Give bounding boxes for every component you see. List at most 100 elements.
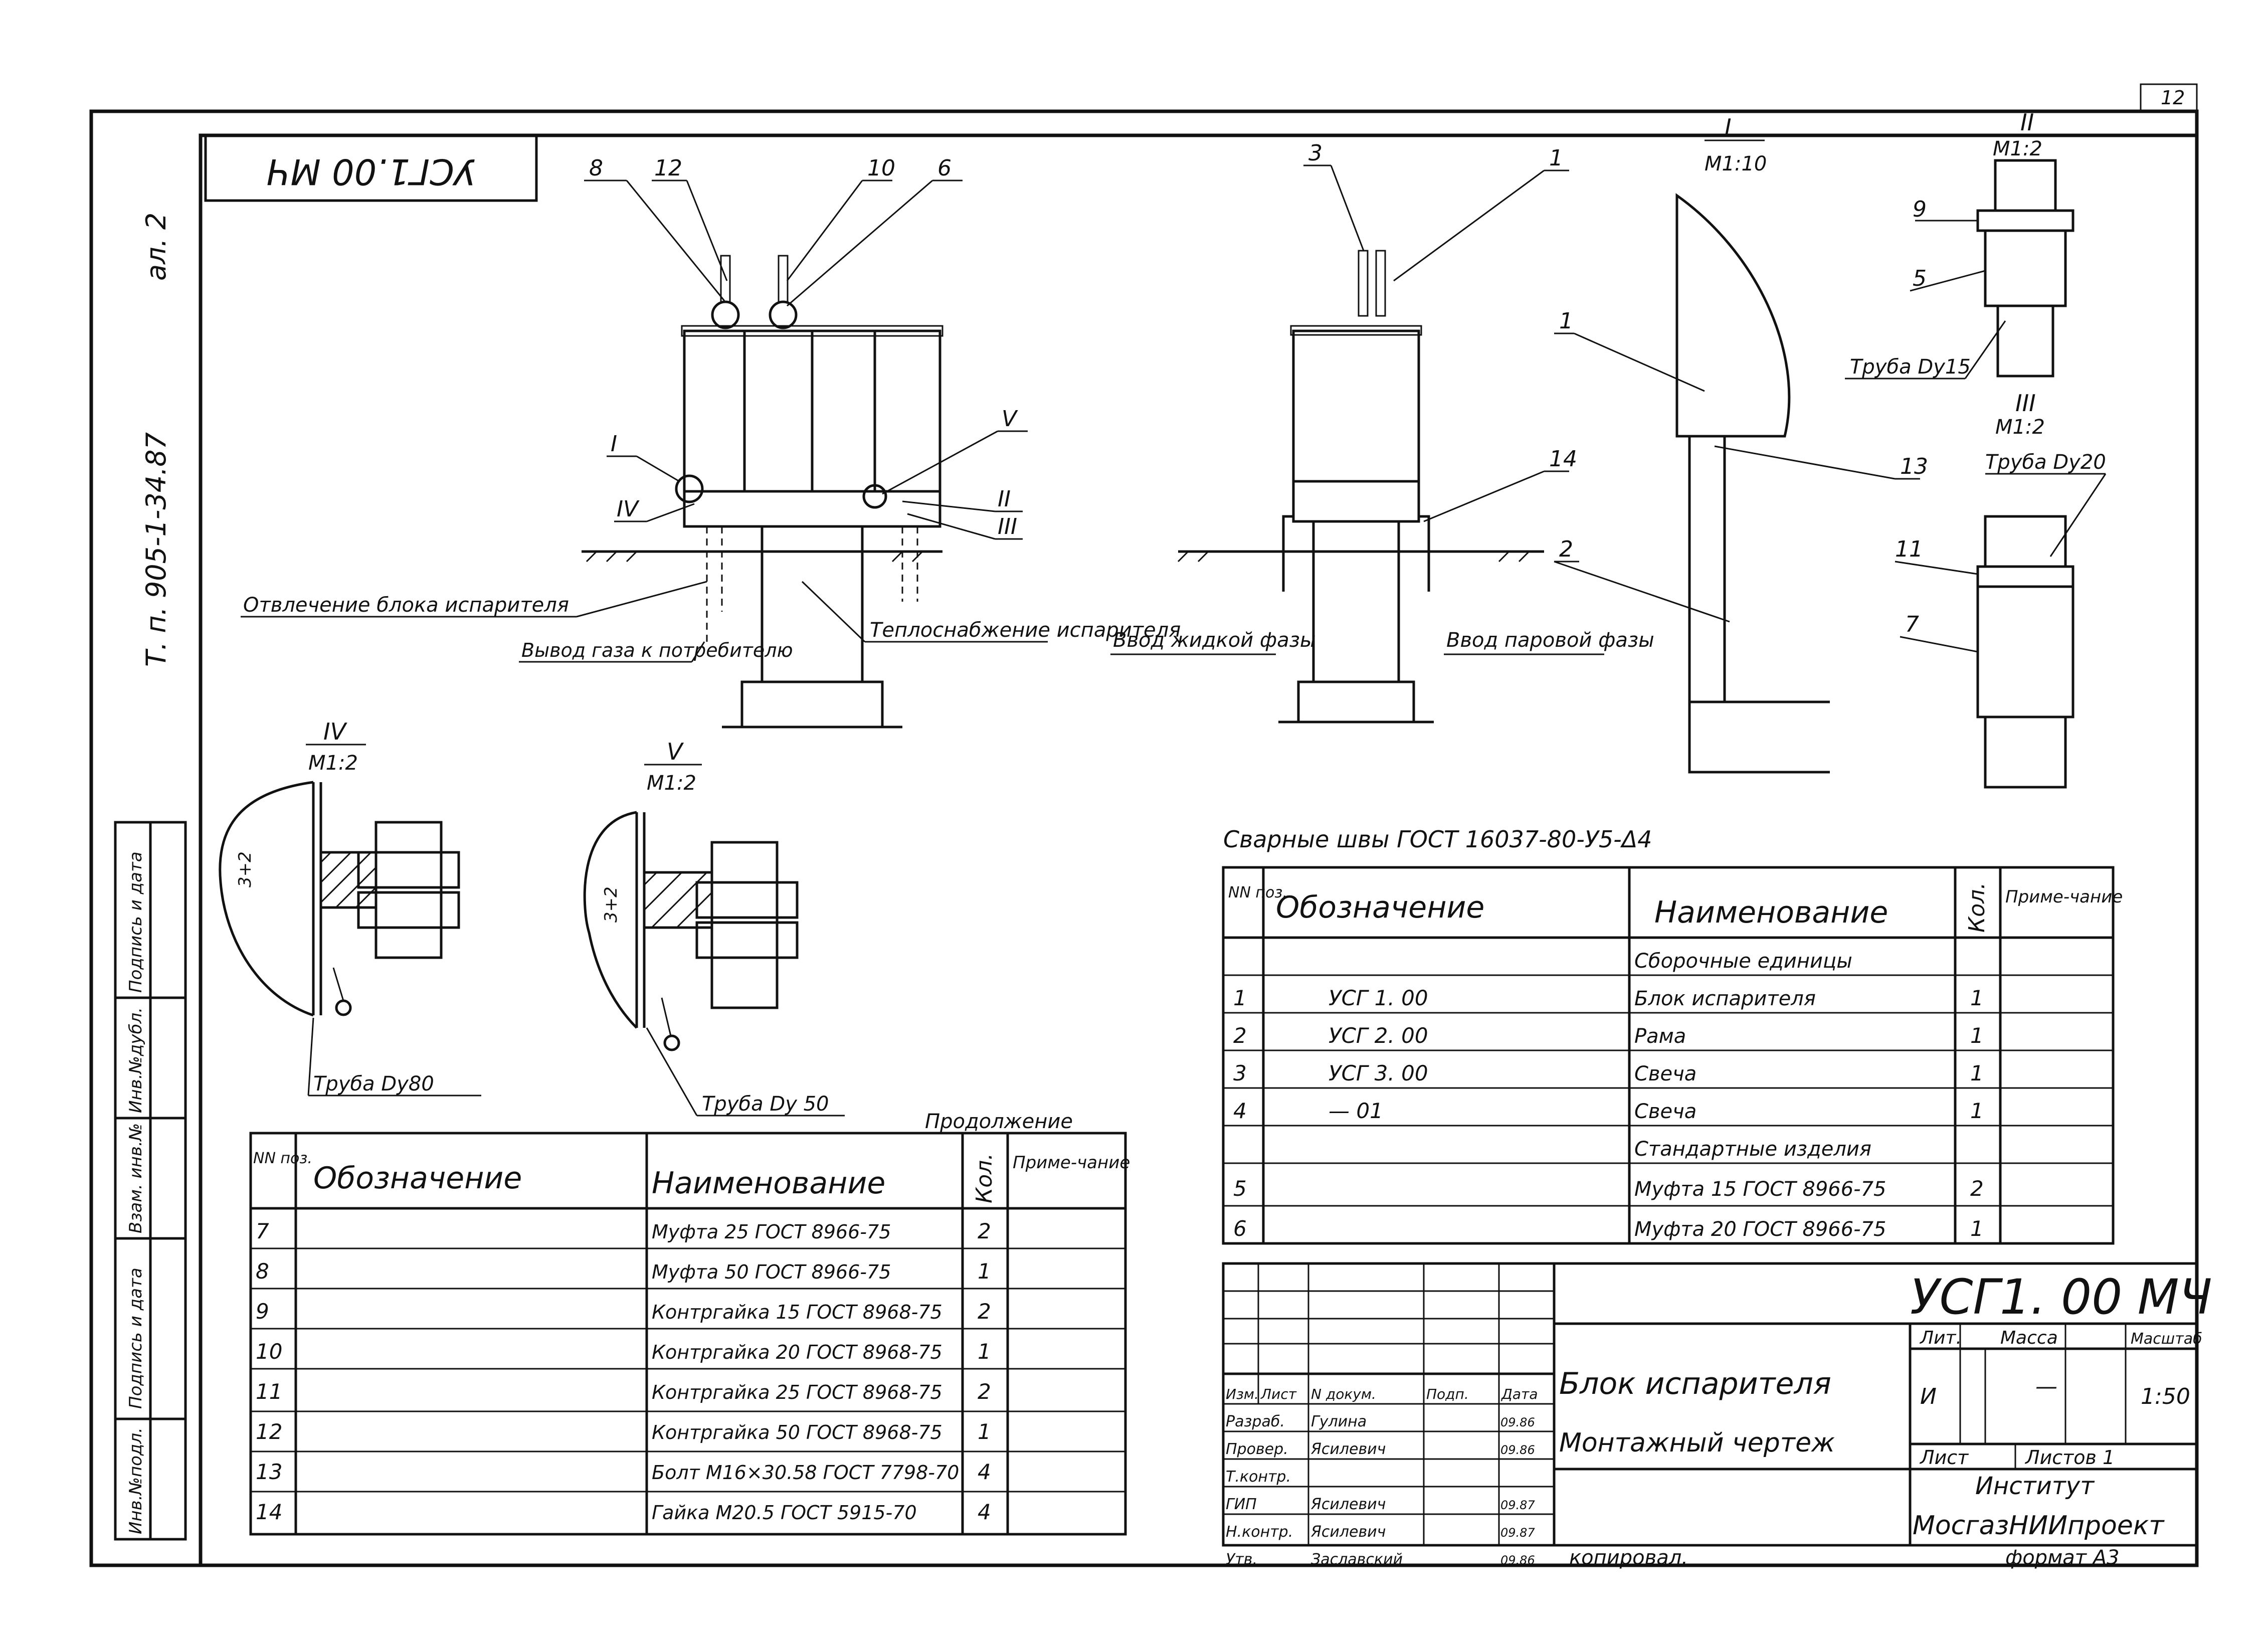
title-block-lit-label: Лит. [1919, 1328, 1962, 1348]
sheet-number: 12 [2161, 87, 2185, 109]
spec-main-table: NN поз. Обозначение Наименование Кол. Пр… [1222, 866, 2123, 1245]
detail-I-title: I [1725, 114, 1732, 141]
callout-7: 7 [1905, 612, 1919, 637]
title-role-date: 09.86 [1500, 1443, 1535, 1457]
title-role-date: 09.86 [1500, 1553, 1535, 1567]
callout-13: 13 [1900, 454, 1928, 479]
spec-main-name: Муфта 20 ГОСТ 8966-75 [1634, 1218, 1886, 1241]
title-block-mass: — [2035, 1374, 2057, 1399]
note-heating: Теплоснабжение испарителя [870, 619, 1181, 642]
spec-main-head-qty: Кол. [1964, 882, 1990, 933]
title-block-sheet-label: Лист [1919, 1446, 1969, 1469]
detail-I-callouts: 1 13 [1554, 308, 1928, 480]
detail-III-title: III [2015, 390, 2036, 417]
stamp-box [204, 134, 538, 202]
spec-main-qty: 1 [1970, 1061, 1984, 1085]
note-outlet: Вывод газа к потребителю [521, 639, 793, 661]
callout-5: 5 [1913, 266, 1927, 291]
strip-label-3: Взам. инв.№ [126, 1123, 146, 1233]
spec-main-name: Блок испарителя [1634, 987, 1816, 1010]
title-block-title: Блок испарителя [1559, 1366, 1831, 1401]
detail-II: II М1:2 9 5 Труба Dy15 [1845, 109, 2074, 380]
title-role: Провер. [1226, 1440, 1288, 1458]
spec-cont-pos: 10 [256, 1339, 282, 1364]
detail-V: V М1:2 3+2 Труба Dy 50 [583, 738, 845, 1117]
side-view-callouts: 3 1 14 2 Ввод жидкой фазы Ввод паровой ф… [1110, 140, 1730, 655]
title-block-subtitle: Монтажный чертеж [1559, 1428, 1835, 1458]
tb-head-doc: N докум. [1311, 1386, 1376, 1402]
title-block-code: УСГ1. 00 МЧ [1910, 1269, 2212, 1325]
tb-head-sign: Подп. [1426, 1386, 1469, 1402]
spec-main-pos: 2 [1233, 1023, 1247, 1048]
detail-V-title: V [667, 738, 684, 765]
spec-cont-name: Болт М16×30.58 ГОСТ 7798-70 [652, 1462, 959, 1484]
callout-8: 8 [589, 155, 603, 181]
spec-cont-name: Контргайка 25 ГОСТ 8968-75 [652, 1381, 942, 1403]
spec-main-qty: 1 [1970, 1023, 1984, 1048]
detail-I: I М1:10 [1675, 114, 1830, 774]
title-role-name: Ясилевич [1310, 1440, 1386, 1458]
tb-head-list: Лист [1260, 1386, 1297, 1402]
spec-main-designation: УСГ 2. 00 [1329, 1023, 1428, 1048]
spec-cont-qty: 2 [978, 1299, 991, 1324]
front-view [582, 255, 943, 729]
spec-cont-table: NN поз. Обозначение Наименование Кол. Пр… [249, 1132, 1130, 1536]
spec-main-qty: 1 [1970, 1216, 1984, 1241]
callout-10: 10 [867, 155, 895, 181]
title-role: Разраб. [1226, 1413, 1285, 1430]
spec-main-qty: 1 [1970, 986, 1984, 1010]
spec-cont-qty: 2 [978, 1379, 991, 1404]
tb-head-izm: Изм. [1226, 1386, 1259, 1402]
spec-main-qty: 1 [1970, 1099, 1984, 1123]
front-view-callouts: 8 12 10 6 I V IV II III Отвлечение блока… [241, 155, 1181, 663]
callout-V-front: V [1002, 406, 1018, 432]
note-liquid: Ввод жидкой фазы [1113, 629, 1315, 652]
title-role: Н.контр. [1226, 1523, 1293, 1541]
side-view [1177, 250, 1544, 723]
spec-main-head-name: Наименование [1654, 895, 1888, 930]
spec-cont-head-name: Наименование [652, 1166, 885, 1201]
title-role-date: 09.86 [1500, 1415, 1535, 1429]
title-role-name: Ясилевич [1310, 1496, 1386, 1513]
title-role-name: Заславский [1311, 1551, 1403, 1568]
spec-cont-qty: 1 [978, 1259, 991, 1284]
spec-cont-name: Муфта 25 ГОСТ 8966-75 [652, 1221, 891, 1243]
spec-cont-pos: 14 [256, 1500, 282, 1524]
detail-II-pipe: Труба Dy15 [1850, 355, 1971, 379]
callout-6: 6 [937, 155, 952, 181]
spec-cont-head-note: Приме-чание [1013, 1153, 1130, 1173]
tb-head-date: Дата [1500, 1386, 1538, 1402]
spec-main-designation: — 01 [1329, 1099, 1383, 1123]
spec-main-pos: 6 [1233, 1216, 1247, 1241]
title-role-date: 09.87 [1500, 1498, 1535, 1512]
detail-IV-title: IV [323, 718, 348, 745]
callout-1-detail: 1 [1559, 308, 1573, 334]
callout-II-front: II [998, 486, 1011, 512]
stamp-code: УСГ1.00 МЧ [266, 151, 475, 192]
title-role-date: 09.87 [1500, 1526, 1535, 1540]
note-drain: Отвлечение блока испарителя [243, 594, 569, 617]
sheet-number-box [2140, 83, 2198, 112]
spec-cont-pos: 8 [256, 1259, 269, 1284]
title-block: УСГ1. 00 МЧ Блок испарителя Монтажный че… [1222, 1262, 2212, 1547]
detail-V-pipe: Труба Dy 50 [702, 1093, 829, 1116]
detail-II-scale: М1:2 [1993, 137, 2042, 160]
title-role-name: Гулина [1311, 1413, 1367, 1430]
spec-cont-pos: 11 [256, 1379, 282, 1404]
spec-main-designation: УСГ 3. 00 [1329, 1061, 1428, 1085]
detail-III-pipe: Труба Dy20 [1985, 451, 2106, 474]
callout-14: 14 [1549, 446, 1577, 472]
title-block-institute: МосгазНИИпроект [1913, 1511, 2165, 1541]
spec-main-head-pos: NN поз. [1228, 884, 1287, 901]
callout-I-front: I [611, 431, 617, 457]
callout-3: 3 [1308, 140, 1322, 166]
title-block-sheets-label: Листов 1 [2024, 1446, 2115, 1469]
detail-IV-weld: 3+2 [235, 851, 255, 887]
detail-V-scale: М1:2 [647, 772, 696, 795]
album-label: ал. 2 [140, 213, 172, 281]
spec-cont-qty: 1 [978, 1339, 991, 1364]
spec-main-head-note: Приме-чание [2005, 887, 2123, 907]
spec-cont-caption: Продолжение [925, 1110, 1073, 1133]
